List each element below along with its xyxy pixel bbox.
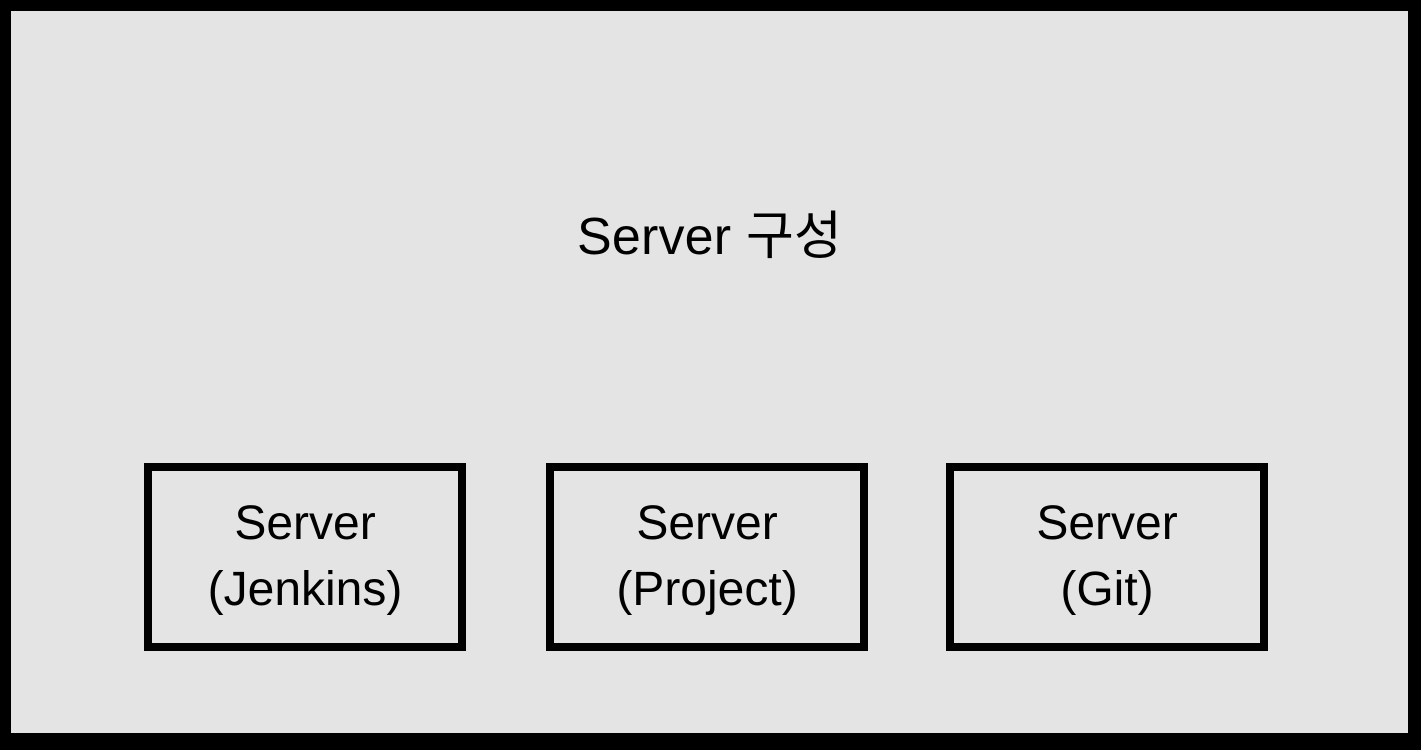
node-server-project-line2: (Project)	[616, 563, 798, 616]
node-server-git-line2: (Git)	[1060, 563, 1154, 616]
server-node-row: Server (Jenkins) Server (Project) Server…	[144, 463, 1268, 651]
node-server-project-line1: Server	[636, 497, 778, 550]
node-server-project[interactable]: Server (Project)	[546, 463, 868, 651]
node-server-git-line1: Server	[1036, 497, 1178, 550]
diagram-title: Server 구성	[576, 208, 843, 266]
node-server-git[interactable]: Server (Git)	[946, 463, 1268, 651]
node-server-jenkins-line2: (Jenkins)	[207, 563, 403, 616]
node-server-jenkins-line1: Server	[234, 497, 376, 550]
node-server-jenkins[interactable]: Server (Jenkins)	[144, 463, 466, 651]
